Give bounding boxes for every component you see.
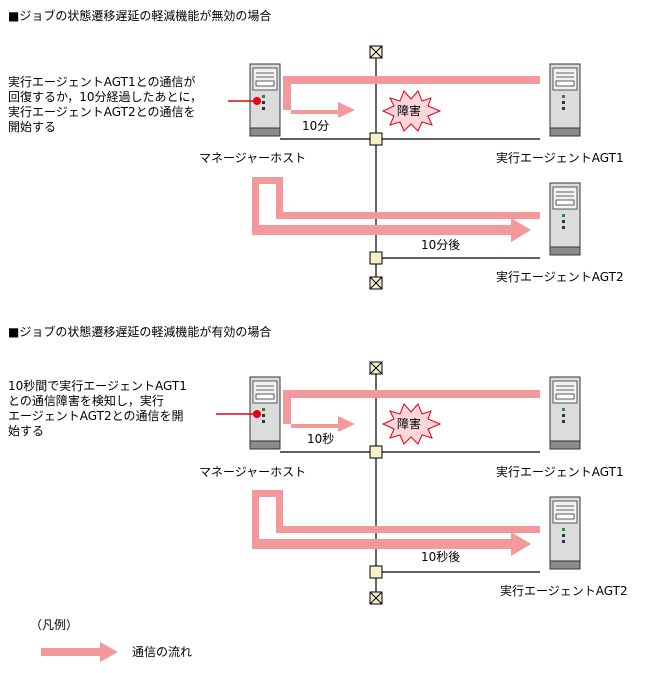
junction-node — [369, 445, 383, 459]
panel-1-manager-label: マネージャーホスト — [199, 151, 307, 165]
panel-2-after-label: 10秒後 — [421, 550, 461, 564]
panel-1-agent2-label: 実行エージェントAGT2 — [496, 270, 624, 284]
legend-flow-label: 通信の流れ — [132, 645, 193, 659]
panel-1-wait-label: 10分 — [302, 119, 330, 133]
callout-dot — [253, 410, 261, 418]
agent1-server-icon — [549, 376, 581, 450]
panel-2-diagram — [216, 361, 581, 605]
junction-node — [369, 251, 383, 265]
flow-arrow-agt1 — [283, 76, 540, 118]
panel-2-heading: ■ジョブの状態遷移遅延の軽減機能が有効の場合 — [8, 325, 272, 339]
panel-2-agent1-label: 実行エージェントAGT1 — [496, 465, 624, 479]
endpoint-top — [369, 361, 383, 375]
endpoint-bottom — [369, 276, 383, 290]
panel-2-note: 10秒間で実行エージェントAGT1 との通信障害を検知し，実行 エージェントAG… — [8, 379, 187, 438]
panel-2-agent2-label: 実行エージェントAGT2 — [500, 584, 628, 598]
legend-title: （凡例） — [30, 618, 79, 632]
agent2-server-icon — [549, 182, 581, 256]
legend-flow-arrow-icon — [41, 642, 118, 662]
agent2-server-icon — [549, 496, 581, 570]
panel-2-manager-label: マネージャーホスト — [199, 465, 307, 479]
panel-1-agent1-label: 実行エージェントAGT1 — [496, 151, 624, 165]
panel-1-note: 実行エージェントAGT1との通信が 回復するか，10分経過したあとに， 実行エー… — [8, 75, 202, 134]
panel-1-heading: ■ジョブの状態遷移遅延の軽減機能が無効の場合 — [8, 9, 272, 23]
panel-1-diagram — [228, 45, 581, 290]
junction-node — [369, 132, 383, 146]
callout-dot — [253, 97, 261, 105]
junction-node — [369, 565, 383, 579]
endpoint-bottom — [369, 591, 383, 605]
flow-arrow-agt2 — [252, 177, 540, 242]
agent1-server-icon — [549, 63, 581, 137]
fault-burst-icon — [381, 90, 442, 132]
panel-1-after-label: 10分後 — [421, 238, 461, 252]
panel-2-wait-label: 10秒 — [307, 432, 335, 446]
flow-arrow-agt2 — [252, 490, 540, 556]
fault-burst-icon — [381, 403, 442, 445]
flow-arrow-agt1 — [283, 390, 540, 432]
panel-2-fault-label: 障害 — [397, 417, 422, 431]
endpoint-top — [369, 45, 383, 59]
panel-1-fault-label: 障害 — [397, 104, 422, 118]
